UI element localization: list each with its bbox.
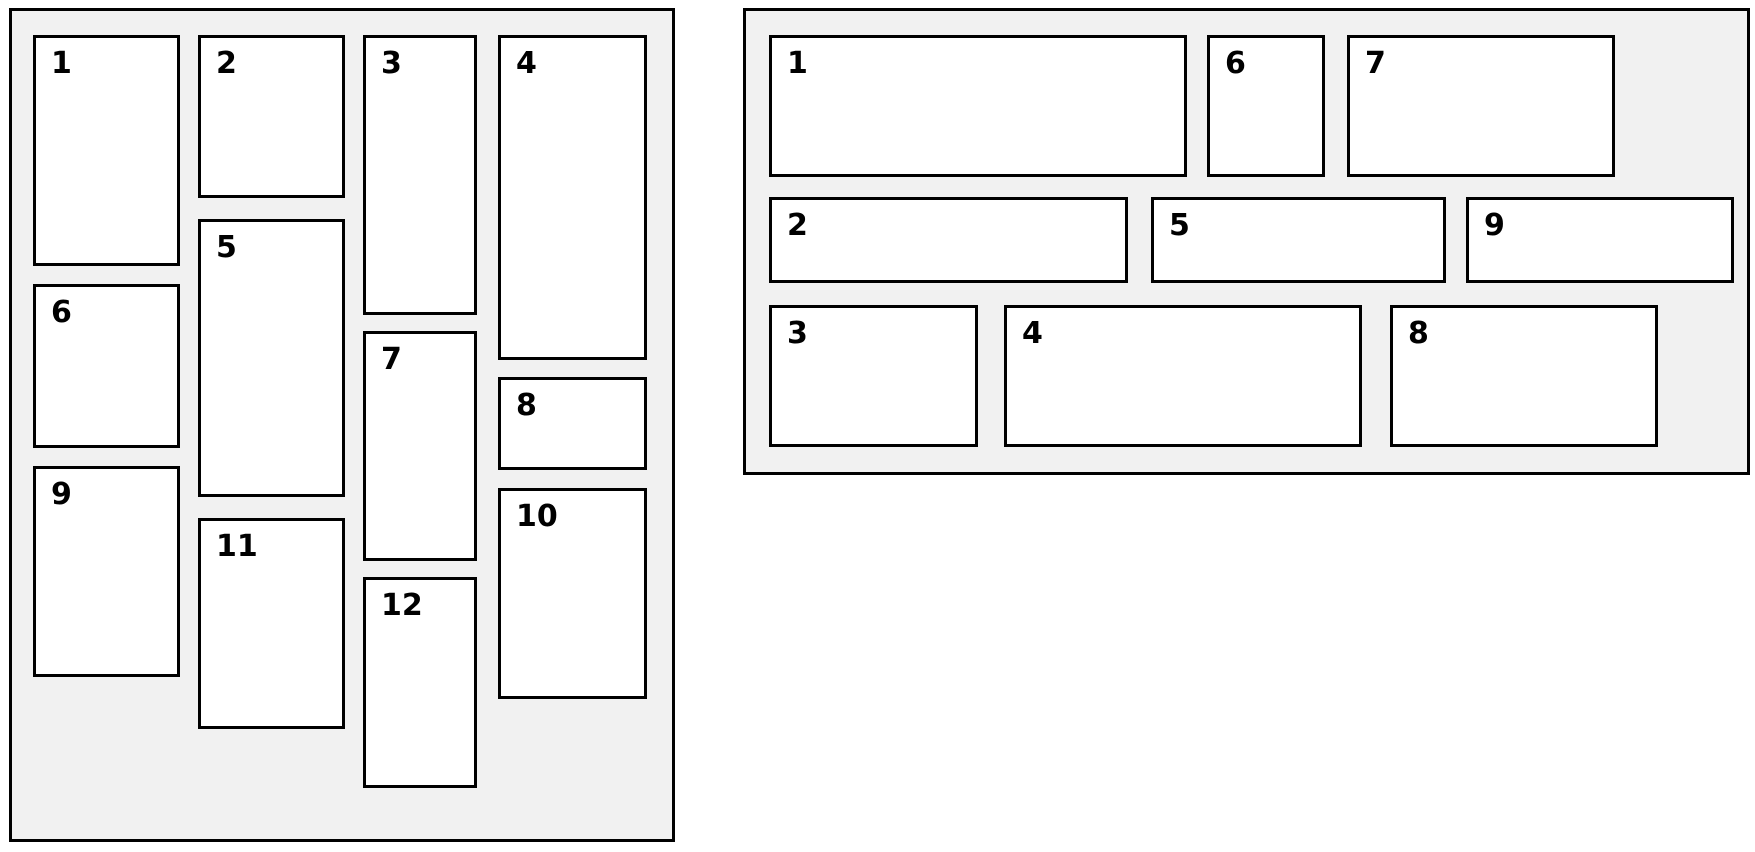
box-number: 10 xyxy=(516,499,558,534)
column-box-1: 1 xyxy=(33,35,180,266)
box-number: 4 xyxy=(1022,316,1043,351)
row-box-8: 8 xyxy=(1390,305,1658,447)
box-number: 9 xyxy=(1484,208,1505,243)
columns-layout-panel: 1 2 3 4 5 6 7 8 9 10 11 12 xyxy=(9,8,675,842)
row-box-5: 5 xyxy=(1151,197,1446,283)
box-number: 9 xyxy=(51,477,72,512)
box-number: 2 xyxy=(216,46,237,81)
rows-layout-panel: 1 6 7 2 5 9 3 4 8 xyxy=(743,8,1750,475)
box-number: 8 xyxy=(1408,316,1429,351)
column-box-7: 7 xyxy=(363,331,477,561)
box-number: 6 xyxy=(1225,46,1246,81)
box-number: 7 xyxy=(381,342,402,377)
box-number: 5 xyxy=(216,230,237,265)
box-number: 2 xyxy=(787,208,808,243)
row-box-9: 9 xyxy=(1466,197,1734,283)
row-box-3: 3 xyxy=(769,305,978,447)
column-box-12: 12 xyxy=(363,577,477,788)
column-box-5: 5 xyxy=(198,219,345,497)
column-box-6: 6 xyxy=(33,284,180,448)
row-box-7: 7 xyxy=(1347,35,1615,177)
column-box-11: 11 xyxy=(198,518,345,729)
row-box-1: 1 xyxy=(769,35,1187,177)
box-number: 6 xyxy=(51,295,72,330)
box-number: 1 xyxy=(787,46,808,81)
column-box-3: 3 xyxy=(363,35,477,315)
row-box-2: 2 xyxy=(769,197,1128,283)
row-box-4: 4 xyxy=(1004,305,1362,447)
box-number: 7 xyxy=(1365,46,1386,81)
column-box-2: 2 xyxy=(198,35,345,198)
column-box-8: 8 xyxy=(498,377,647,470)
box-number: 1 xyxy=(51,46,72,81)
box-number: 8 xyxy=(516,388,537,423)
box-number: 3 xyxy=(787,316,808,351)
box-number: 5 xyxy=(1169,208,1190,243)
box-number: 4 xyxy=(516,46,537,81)
column-box-9: 9 xyxy=(33,466,180,677)
box-number: 3 xyxy=(381,46,402,81)
box-number: 11 xyxy=(216,529,258,564)
column-box-10: 10 xyxy=(498,488,647,699)
row-box-6: 6 xyxy=(1207,35,1325,177)
column-box-4: 4 xyxy=(498,35,647,360)
box-number: 12 xyxy=(381,588,423,623)
